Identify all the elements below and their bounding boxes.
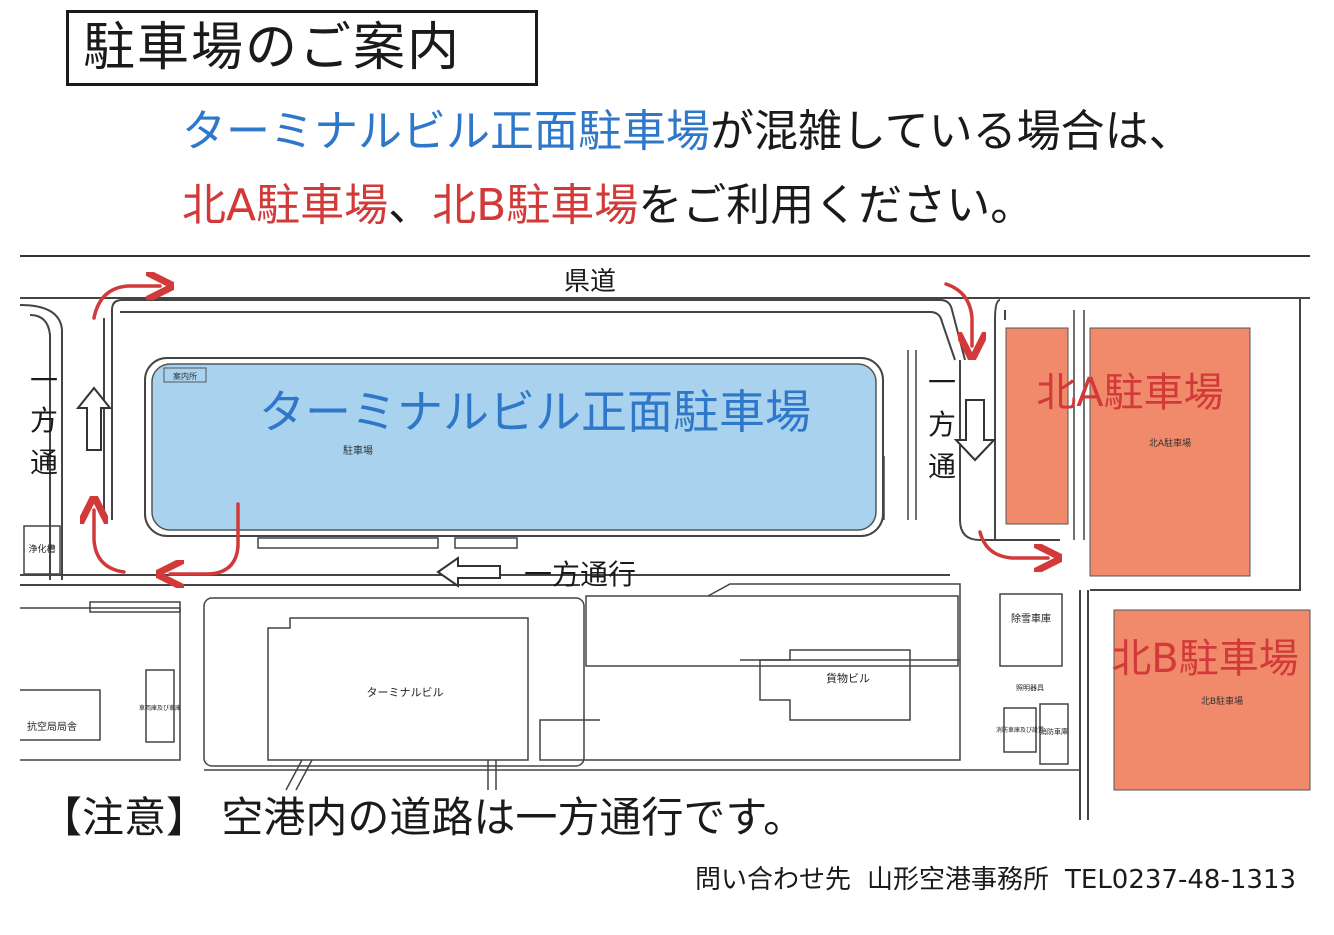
notice-line-1: ターミナルビル正面駐車場が混雑している場合は、 bbox=[182, 104, 1193, 160]
notice-lot-a: 北A駐車場 bbox=[182, 180, 389, 231]
one-way-right-char-2: 方 bbox=[928, 408, 956, 441]
notice-terminal-lot: ターミナルビル正面駐車場 bbox=[182, 106, 710, 157]
contact-office: 山形空港事務所 bbox=[867, 865, 1050, 895]
up-direction-arrow-icon bbox=[75, 386, 113, 451]
one-way-bottom-label: 一方通行 bbox=[524, 558, 636, 591]
one-way-right-char-3: 通 bbox=[928, 450, 956, 483]
contact-tel: TEL0237-48-1313 bbox=[1065, 865, 1296, 895]
notice-use-text: をご利用ください。 bbox=[638, 180, 1035, 231]
page-title: 駐車場のご案内 bbox=[66, 10, 538, 86]
septic-tank-label: 浄化槽 bbox=[28, 543, 55, 555]
prefectural-road-label: 県道 bbox=[564, 267, 616, 297]
terminal-lot-label: ターミナルビル正面駐車場 bbox=[259, 385, 811, 439]
snow-garage-label: 除雪車庫 bbox=[1011, 612, 1051, 625]
equipment-label: 照明器具 bbox=[1016, 684, 1044, 692]
caution-note: 【注意】 空港内の道路は一方通行です。 bbox=[40, 793, 806, 842]
notice-line-2: 北A駐車場、北B駐車場をご利用ください。 bbox=[182, 178, 1034, 234]
lot-a-small-label: 北A駐車場 bbox=[1149, 437, 1191, 449]
north-a-lot-shape bbox=[1005, 310, 1251, 577]
lot-b-label: 北B駐車場 bbox=[1111, 636, 1298, 682]
traffic-flow-arrows bbox=[94, 284, 1048, 574]
left-direction-arrow-icon bbox=[436, 556, 501, 588]
aviation-office-label: 抗空局局舎 bbox=[27, 720, 77, 733]
contact-label: 問い合わせ先 bbox=[694, 865, 851, 895]
north-b-lot-shape bbox=[1113, 609, 1311, 791]
terminal-lot-corner-label: 案内所 bbox=[173, 371, 197, 381]
notice-congested-text: が混雑している場合は、 bbox=[710, 106, 1193, 157]
lot-b-small-label: 北B駐車場 bbox=[1201, 695, 1243, 707]
notice-separator: 、 bbox=[388, 180, 433, 231]
fire-storage-label: 消防車庫及び設置 bbox=[996, 726, 1044, 734]
building-outlines bbox=[20, 525, 1069, 767]
fire-garage-label: 消防車庫 bbox=[1040, 727, 1068, 736]
contact-info: 問い合わせ先山形空港事務所 TEL0237-48-1313 bbox=[695, 862, 1296, 898]
down-direction-arrow-icon bbox=[953, 399, 997, 462]
vehicle-garage-label: 車両庫及び車庫 bbox=[139, 704, 181, 712]
leader-lines bbox=[204, 759, 1080, 791]
curb-pieces bbox=[257, 350, 917, 549]
notice-lot-b: 北B駐車場 bbox=[432, 180, 639, 231]
one-way-right-char-1: 一 bbox=[928, 366, 956, 399]
terminal-building-label: ターミナルビル bbox=[367, 686, 444, 699]
terminal-front-lot-shape bbox=[144, 357, 884, 537]
one-way-left-char-2: 方 bbox=[30, 404, 58, 437]
one-way-left-char-1: 一 bbox=[30, 364, 58, 397]
lot-a-label: 北A駐車場 bbox=[1036, 370, 1223, 416]
terminal-lot-small-label: 駐車場 bbox=[343, 444, 373, 457]
one-way-left-char-3: 通 bbox=[30, 446, 58, 479]
cargo-building-label: 貨物ビル bbox=[826, 671, 870, 685]
